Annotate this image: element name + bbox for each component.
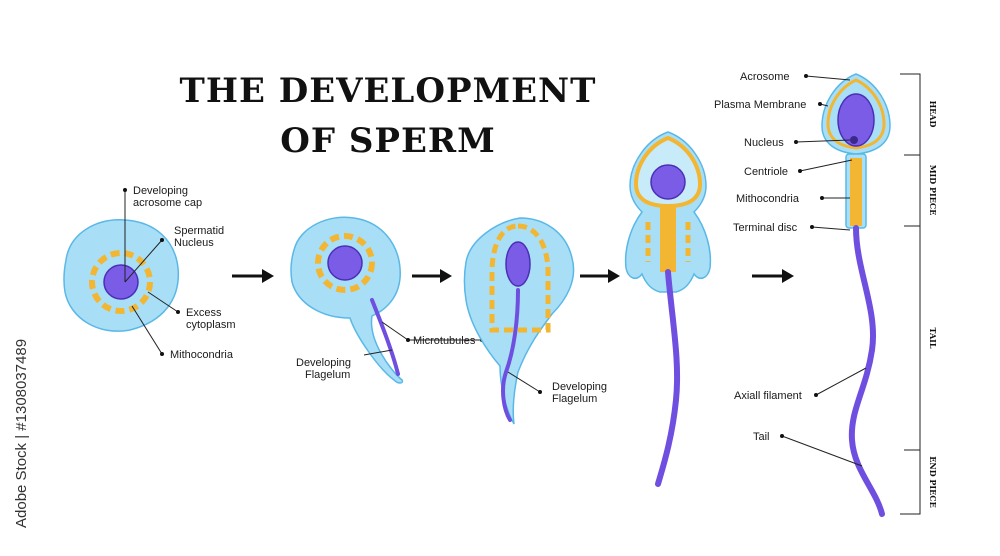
- stage-3-nucleus: [505, 241, 531, 287]
- label-acrosome: Acrosome: [740, 71, 790, 83]
- stage-3-flagellum: [501, 288, 520, 422]
- leader-dot: [176, 310, 180, 314]
- stage-2-nucleus: [327, 245, 363, 281]
- mature-acrosome: [826, 78, 886, 150]
- bracket-outline: [900, 73, 921, 515]
- leader-terminal-disc: [811, 226, 851, 231]
- label-developing-flagelum-3a: Developing: [552, 381, 607, 393]
- label-centriole: Centriole: [744, 166, 788, 178]
- leader-tail: [781, 435, 863, 467]
- label-developing-flagelum-2a: Developing: [296, 357, 351, 369]
- stage-2-flagellum: [370, 298, 400, 376]
- leader-dot: [780, 434, 784, 438]
- label-plasma-membrane: Plasma Membrane: [714, 99, 806, 111]
- label-tail: Tail: [753, 431, 770, 443]
- label-developing-acrosome-cap-1: Developing: [133, 185, 188, 197]
- stage-4-mitochondria: [645, 222, 691, 262]
- label-mithocondria: Mithocondria: [736, 193, 800, 205]
- stage-3-cell: [463, 217, 575, 425]
- leader-microtubules-a: [381, 321, 409, 341]
- leader-dot: [123, 188, 127, 192]
- leader-dot: [538, 390, 542, 394]
- leader-mithocondria: [131, 305, 163, 355]
- title-line-2: OF SPERM: [280, 121, 496, 161]
- arrow-1: [232, 269, 274, 283]
- stage-2-acrosome-ring: [315, 233, 375, 293]
- leader-dot: [814, 393, 818, 397]
- section-mid-piece: MID PIECE: [928, 165, 938, 216]
- arrow-4: [752, 269, 794, 283]
- leader-dot: [160, 352, 164, 356]
- stage-4-cell: [624, 131, 712, 487]
- mature-midpiece: [850, 158, 862, 226]
- leader-nucleus-mature: [795, 139, 851, 143]
- stage-4-midpiece: [660, 204, 676, 272]
- stock-credit: Adobe Stock | #1308037489: [13, 339, 30, 528]
- mature-tail: [848, 225, 885, 517]
- arrow-2: [412, 269, 452, 283]
- mature-sperm: [821, 73, 891, 517]
- mature-nucleus: [837, 93, 875, 147]
- label-mithocondria-stage1: Mithocondria: [170, 349, 234, 361]
- title-line-1: THE DEVELOPMENT: [180, 71, 597, 111]
- label-excess-cytoplasm-1: Excess: [186, 307, 222, 319]
- mature-nucleus-dot: [850, 136, 858, 144]
- leader-nucleus: [124, 239, 163, 283]
- leader-dot: [794, 140, 798, 144]
- stage-4-flagellum: [655, 269, 681, 487]
- label-developing-flagelum-2b: Flagelum: [305, 369, 350, 381]
- label-excess-cytoplasm-2: cytoplasm: [186, 319, 236, 331]
- arrow-3: [580, 269, 620, 283]
- stage-3-acrosome: [489, 223, 551, 333]
- leader-dot: [810, 225, 814, 229]
- stage-1-spermatid: [63, 219, 179, 332]
- label-spermatid-nucleus-1: Spermatid: [174, 225, 224, 237]
- label-developing-flagelum-3b: Flagelum: [552, 393, 597, 405]
- leader-dot: [804, 74, 808, 78]
- section-head: HEAD: [928, 101, 938, 128]
- label-terminal-disc: Terminal disc: [733, 222, 798, 234]
- leader-dot: [820, 196, 824, 200]
- spermatid-nucleus: [103, 264, 139, 300]
- label-spermatid-nucleus-2: Nucleus: [174, 237, 214, 249]
- section-end-piece: END PIECE: [928, 456, 938, 507]
- stage-4-nucleus: [650, 164, 686, 200]
- section-tail: TAIL: [928, 327, 938, 348]
- section-brackets: [900, 73, 921, 515]
- leader-cytoplasm: [147, 291, 179, 313]
- leader-dot: [818, 102, 822, 106]
- leader-dot: [798, 169, 802, 173]
- stage-2-cell: [290, 216, 404, 384]
- leader-centriole: [799, 159, 853, 172]
- label-axial-filament: Axiall filament: [734, 390, 802, 402]
- leader-developing-flagelum-2: [363, 349, 393, 356]
- acrosome-cap-ring: [89, 250, 153, 314]
- leader-dot: [160, 238, 164, 242]
- leader-axial-filament: [815, 367, 867, 396]
- label-nucleus: Nucleus: [744, 137, 784, 149]
- leader-acrosome: [805, 75, 851, 81]
- label-microtubules: Microtubules: [413, 335, 476, 347]
- label-developing-acrosome-cap-2: acrosome cap: [133, 197, 202, 209]
- leader-developing-flagelum-3: [507, 371, 541, 393]
- leader-dot: [406, 338, 410, 342]
